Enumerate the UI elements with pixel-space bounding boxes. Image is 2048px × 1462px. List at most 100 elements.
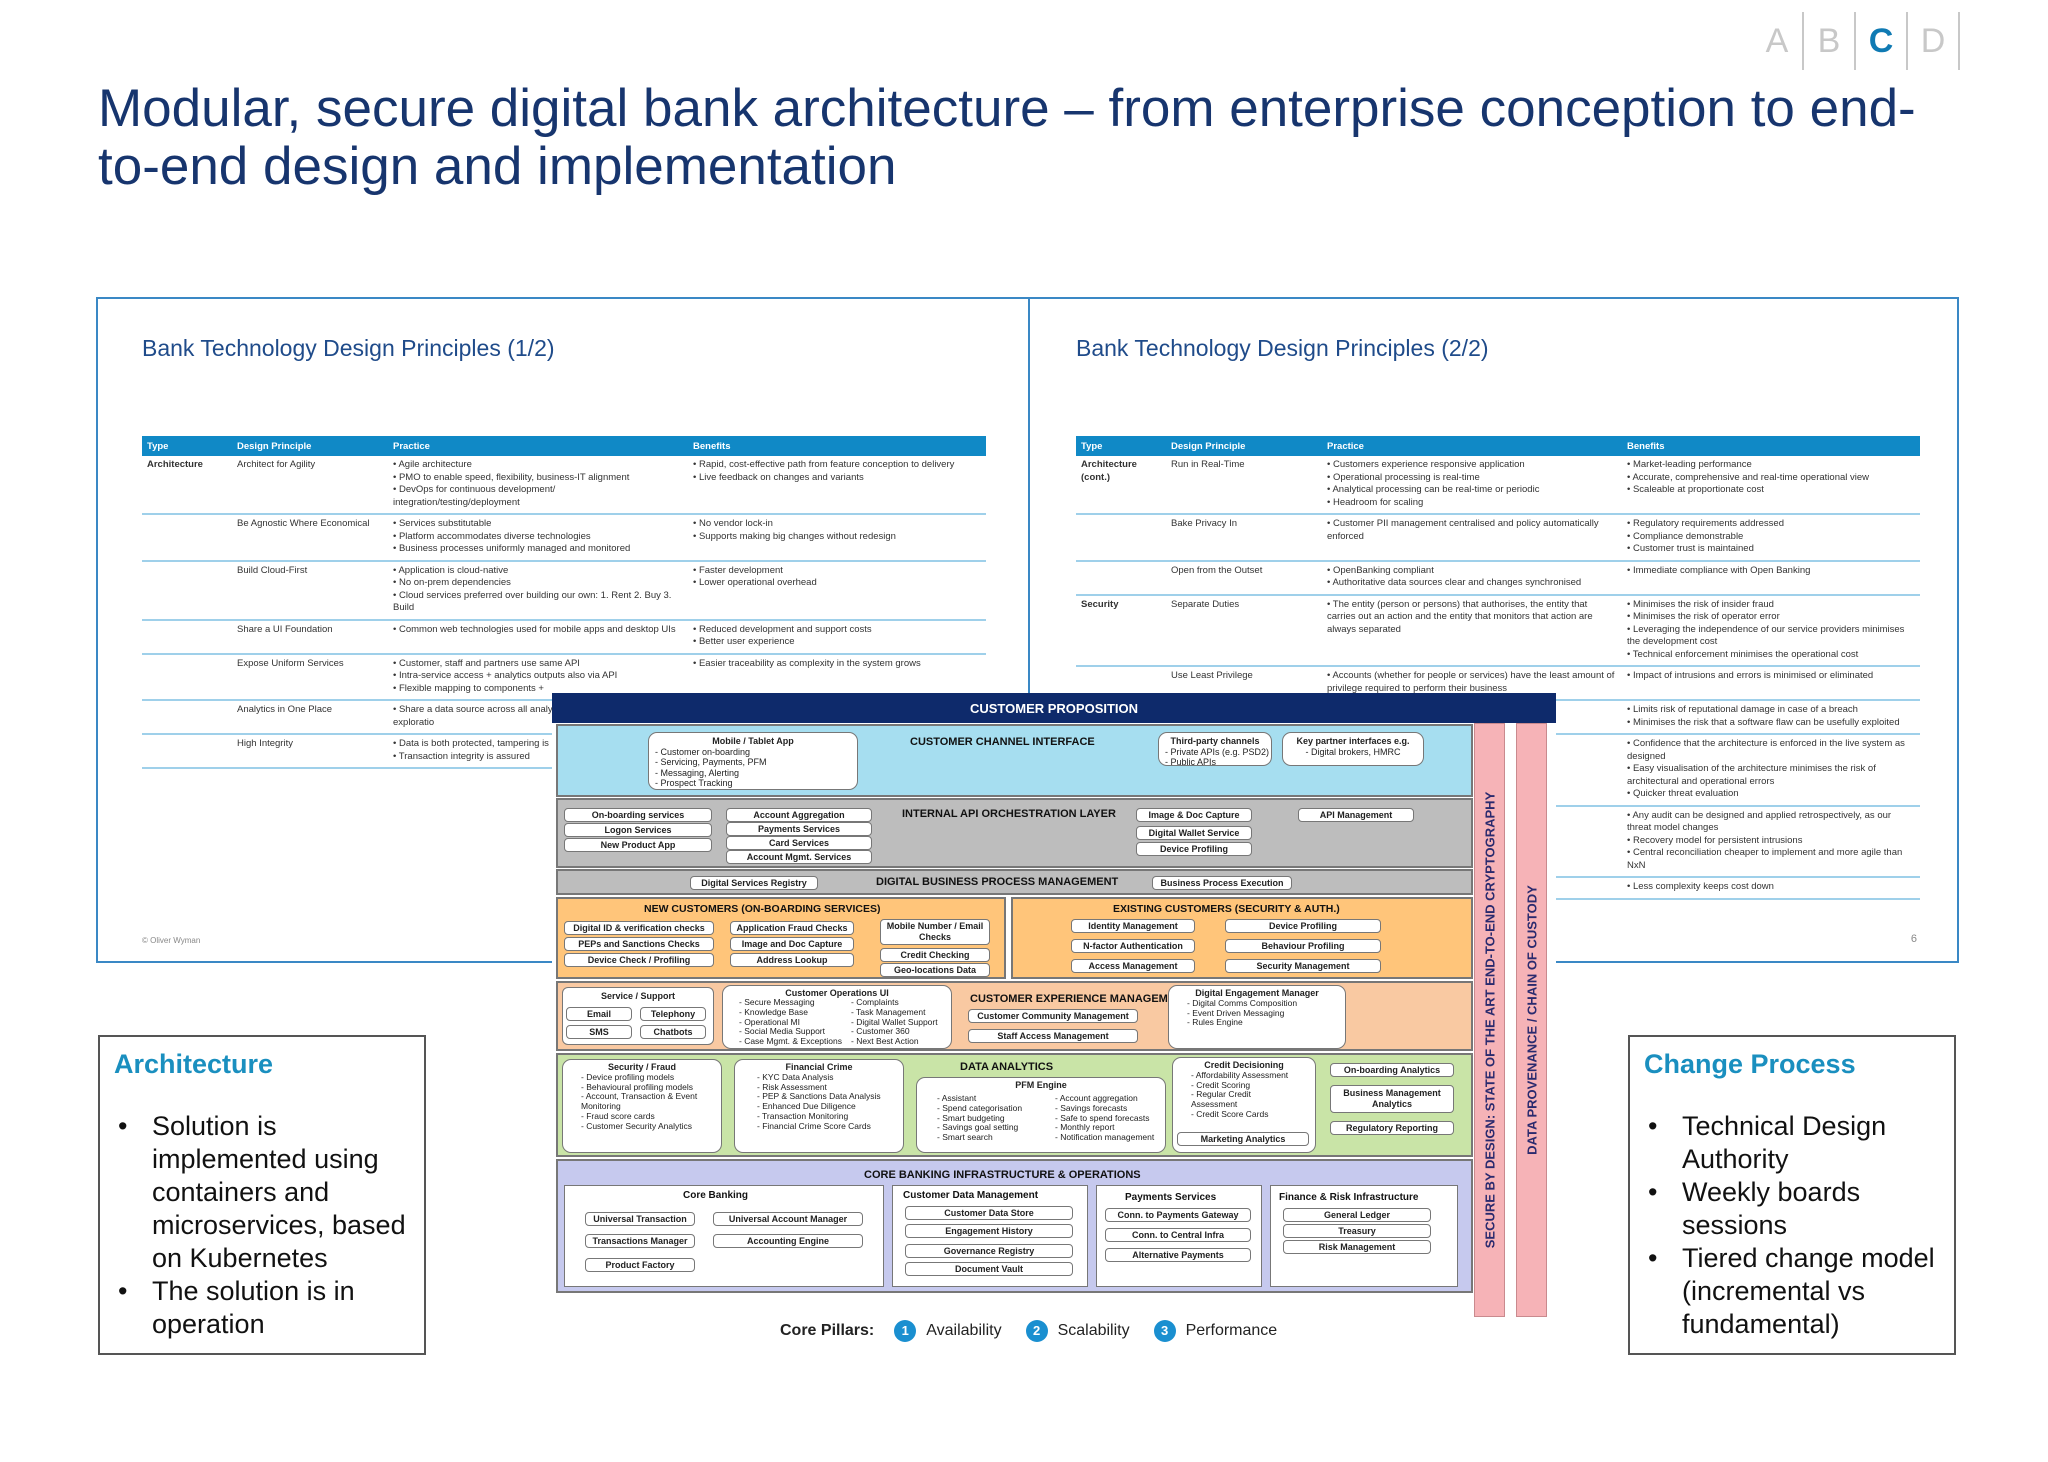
slide-heading: Bank Technology Design Principles (2/2): [1076, 335, 1489, 361]
security-pill: Device Profiling: [1225, 919, 1381, 933]
pfm-item: - Assistant: [937, 1093, 977, 1103]
pfm-title: PFM Engine: [1015, 1080, 1067, 1090]
customer-channel-interface: CUSTOMER CHANNEL INTERFACE Mobile / Tabl…: [556, 724, 1473, 797]
change-process-bullet: Tiered change model (incremental vs fund…: [1644, 1242, 1940, 1341]
mobile-item: - Messaging, Alerting: [655, 767, 740, 778]
table-cell: Services substitutablePlatform accommoda…: [388, 514, 688, 562]
core-pillars: Core Pillars: 1 Availability 2 Scalabili…: [780, 1320, 1291, 1342]
section-tab-c[interactable]: C: [1856, 12, 1908, 70]
analytics-item: - Fraud score cards: [581, 1110, 655, 1121]
table-cell: [1076, 514, 1166, 562]
data-provenance-label: DATA PROVENANCE / CHAIN OF CUSTODY: [1524, 885, 1539, 1155]
mobile-app-title: Mobile / Tablet App: [712, 736, 794, 746]
core-label: CORE BANKING INFRASTRUCTURE & OPERATIONS: [864, 1169, 1141, 1181]
onboarding-pill: Credit Checking: [880, 948, 990, 962]
onboarding-pill: Application Fraud Checks: [730, 921, 854, 935]
table-cell: Build Cloud-First: [232, 560, 388, 621]
customer-proposition-label: CUSTOMER PROPOSITION: [969, 701, 1139, 716]
core-banking-layer: CORE BANKING INFRASTRUCTURE & OPERATIONS…: [556, 1159, 1473, 1293]
api-pill: Payments Services: [726, 822, 872, 836]
core-banking-title: Core Banking: [683, 1190, 749, 1201]
table-cell: Bake Privacy In: [1166, 514, 1322, 562]
table-row: Be Agnostic Where EconomicalServices sub…: [142, 514, 986, 562]
pillar-label: Scalability: [1057, 1322, 1130, 1339]
credit-decisioning-box: Credit Decisioning - Affordability Asses…: [1172, 1057, 1316, 1153]
table-cell: Impact of intrusions and errors is minim…: [1622, 666, 1920, 701]
core-pill: Accounting Engine: [713, 1234, 863, 1248]
onboarding-pill: Geo-locations Data: [880, 963, 990, 977]
pillar-label: Availability: [926, 1322, 1002, 1339]
table-cell: Analytics in One Place: [232, 700, 388, 735]
table-header: Benefits: [1622, 436, 1920, 456]
pfm-engine-box: PFM Engine - Assistant - Spend categoris…: [916, 1077, 1166, 1153]
api-orchestration-layer: INTERNAL API ORCHESTRATION LAYER On-boar…: [556, 798, 1473, 868]
table-cell: Immediate compliance with Open Banking: [1622, 560, 1920, 596]
core-pill: Transactions Manager: [585, 1234, 695, 1248]
channel-label: CUSTOMER CHANNEL INTERFACE: [910, 736, 1095, 748]
section-tab-d[interactable]: D: [1908, 12, 1960, 70]
architecture-box-title: Architecture: [114, 1049, 274, 1079]
security-fraud-title: Security / Fraud: [607, 1062, 677, 1072]
analytics-pill: Regulatory Reporting: [1330, 1121, 1454, 1135]
payments-pill: Alternative Payments: [1105, 1248, 1251, 1262]
data-analytics-layer: Security / Fraud - Device profiling mode…: [556, 1053, 1473, 1157]
architecture-diagram: CUSTOMER PROPOSITION CUSTOMER CHANNEL IN…: [552, 693, 1556, 1319]
third-party-item: - Public APIs: [1165, 757, 1217, 767]
analytics-pill: Business Management Analytics: [1330, 1085, 1454, 1113]
pfm-item: - Savings forecasts: [1055, 1102, 1128, 1113]
onboarding-pill: Address Lookup: [730, 953, 854, 967]
credit-title: Credit Decisioning: [1204, 1060, 1284, 1070]
data-analytics-label: DATA ANALYTICS: [960, 1061, 1054, 1073]
table-header: Type: [1076, 436, 1166, 456]
pillar-number-icon: 3: [1153, 1320, 1176, 1342]
analytics-pill: On-boarding Analytics: [1330, 1063, 1454, 1077]
table-cell: Minimises the risk of insider fraudMinim…: [1622, 594, 1920, 667]
analytics-item: - Risk Assessment: [757, 1081, 827, 1092]
table-cell: [142, 514, 232, 562]
table-cell: The entity (person or persons) that auth…: [1322, 594, 1622, 667]
engagement-item: - Event Driven Messaging: [1187, 1007, 1285, 1018]
core-pill: Universal Account Manager: [713, 1212, 863, 1226]
pfm-item: - Spend categorisation: [937, 1102, 1023, 1113]
security-pill: N-factor Authentication: [1071, 939, 1195, 953]
data-provenance-bar: DATA PROVENANCE / CHAIN OF CUSTODY: [1516, 723, 1547, 1317]
service-pill: Email: [566, 1007, 632, 1021]
section-tab-a[interactable]: A: [1752, 12, 1804, 70]
customer-ops-ui-box: Customer Operations UI - Secure Messagin…: [722, 985, 952, 1049]
table-cell: Faster developmentLower operational over…: [688, 560, 986, 621]
api-pill: Account Aggregation: [726, 808, 872, 822]
cdm-pill: Governance Registry: [905, 1244, 1073, 1258]
architecture-bullet: The solution is in operation: [114, 1275, 410, 1341]
ops-item: - Social Media Support: [739, 1026, 825, 1037]
finance-pill: Risk Management: [1283, 1240, 1431, 1254]
table-row: Build Cloud-FirstApplication is cloud-na…: [142, 560, 986, 621]
table-cell: Run in Real-Time: [1166, 456, 1322, 515]
ops-item: - Task Management: [851, 1006, 926, 1017]
credit-item: - Affordability Assessment: [1191, 1069, 1289, 1080]
cxm-pill: Staff Access Management: [968, 1029, 1138, 1043]
table-cell: Application is cloud-nativeNo on-prem de…: [388, 560, 688, 621]
ops-item: - Knowledge Base: [739, 1006, 808, 1017]
onboarding-pill: Mobile Number / Email Checks: [880, 919, 990, 945]
finance-risk-box: Finance & Risk Infrastructure General Le…: [1270, 1185, 1458, 1287]
table-cell: [1076, 560, 1166, 596]
api-pill: Digital Wallet Service: [1136, 826, 1252, 840]
pillar-number-icon: 2: [1025, 1320, 1048, 1342]
section-tab-b[interactable]: B: [1804, 12, 1856, 70]
engagement-item: - Digital Comms Composition: [1187, 997, 1298, 1008]
analytics-item: - Enhanced Due Diligence: [757, 1101, 856, 1112]
table-cell: Reduced development and support costsBet…: [688, 619, 986, 655]
table-cell: Regulatory requirements addressedComplia…: [1622, 514, 1920, 562]
table-cell: Less complexity keeps cost down: [1622, 877, 1920, 900]
architecture-box: Architecture Solution is implemented usi…: [98, 1035, 426, 1355]
api-layer-label: INTERNAL API ORCHESTRATION LAYER: [902, 808, 1116, 820]
analytics-item: - Financial Crime Score Cards: [757, 1120, 871, 1131]
pfm-item: - Notification management: [1055, 1132, 1155, 1143]
new-customers-label: NEW CUSTOMERS (ON-BOARDING SERVICES): [644, 903, 881, 915]
table-header: Type: [142, 436, 232, 456]
table-cell: Be Agnostic Where Economical: [232, 514, 388, 562]
payments-pill: Conn. to Central Infra: [1105, 1228, 1251, 1242]
table-cell: Market-leading performanceAccurate, comp…: [1622, 456, 1920, 515]
table-header: Practice: [388, 436, 688, 456]
